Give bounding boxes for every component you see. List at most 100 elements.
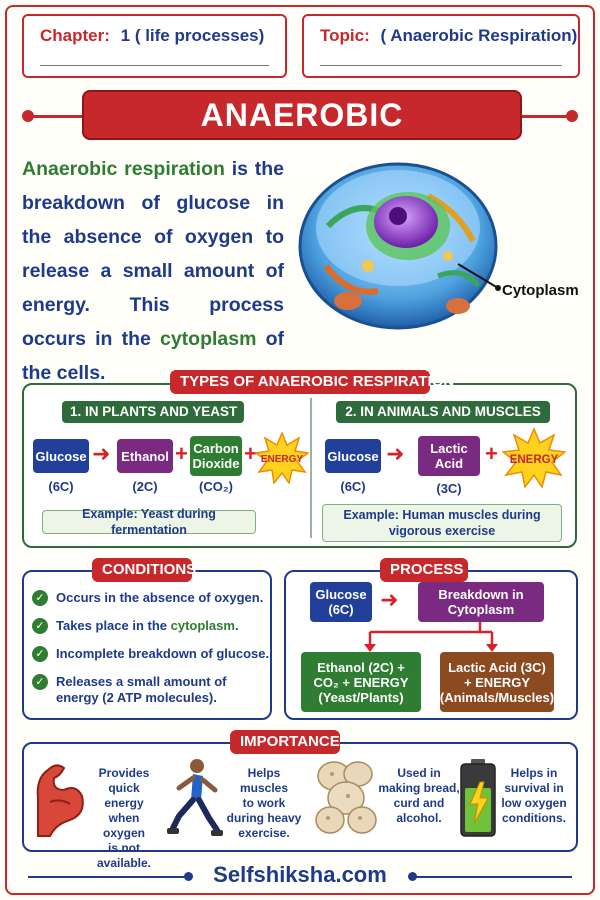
footer-dot-left bbox=[184, 872, 193, 881]
page-title: ANAEROBIC RESPIRATION bbox=[82, 90, 522, 179]
plants-arrow: ➜ bbox=[92, 441, 111, 466]
process-ethanol-chip: Ethanol (2C) + CO₂ + ENERGY (Yeast/Plant… bbox=[301, 652, 421, 712]
footer-site-link[interactable]: Selfshiksha.com bbox=[213, 862, 387, 887]
process-ethanol-line2: CO₂ + ENERGY bbox=[313, 674, 409, 690]
plants-glucose-formula: (6C) bbox=[48, 479, 74, 494]
title-dot-left bbox=[22, 110, 34, 122]
chapter-value: 1 ( life processes) bbox=[120, 26, 265, 45]
animals-lactic-line1: Lactic bbox=[430, 441, 468, 456]
plants-plus-2: + bbox=[244, 441, 257, 466]
process-ethanol-line1: Ethanol (2C) + bbox=[317, 659, 405, 675]
condition-item: ✓ Occurs in the absence of oxygen. bbox=[32, 590, 272, 606]
process-lactic-line2: + ENERGY bbox=[463, 674, 531, 690]
battery-icon bbox=[460, 759, 496, 837]
topic-key: Topic: bbox=[320, 26, 370, 45]
process-glucose-line1: Glucose bbox=[315, 587, 367, 602]
condition-text-pre: Takes place in the bbox=[56, 618, 171, 633]
footer: Selfshiksha.com bbox=[0, 862, 600, 892]
condition-text: Occurs in the absence of oxygen. bbox=[56, 590, 264, 605]
plants-heading: 1. IN PLANTS AND YEAST bbox=[62, 401, 244, 423]
topic-value: ( Anaerobic Respiration) bbox=[380, 26, 578, 45]
intro-part2: of the cells. bbox=[22, 328, 284, 384]
plants-co2-formula: (CO₂) bbox=[199, 479, 233, 494]
importance-item-2: Used in making bread, curd and alcohol. bbox=[378, 766, 460, 826]
chapter-key: Chapter: bbox=[40, 26, 110, 45]
cell-illustration bbox=[298, 156, 588, 366]
animals-lactic-line2: Acid bbox=[434, 456, 464, 471]
condition-text: Releases a small amount of energy (2 ATP… bbox=[56, 674, 227, 705]
process-breakdown-line2: Cytoplasm bbox=[447, 602, 515, 617]
importance-line: Helps in bbox=[510, 766, 558, 780]
importance-line: Used in bbox=[397, 766, 441, 780]
importance-line: is not available. bbox=[96, 841, 152, 870]
importance-line: quick energy bbox=[104, 781, 144, 810]
importance-line: low oxygen bbox=[501, 796, 567, 810]
check-icon: ✓ bbox=[32, 674, 48, 690]
process-glucose-chip: Glucose (6C) bbox=[310, 582, 372, 622]
yeast-icon bbox=[315, 761, 377, 834]
conditions-label: CONDITIONS bbox=[92, 558, 196, 582]
topic-box: Topic: ( Anaerobic Respiration) bbox=[302, 14, 580, 78]
plants-ethanol-chip: Ethanol bbox=[117, 439, 173, 473]
topic-underline bbox=[320, 65, 562, 66]
importance-line: making bread, bbox=[378, 781, 460, 795]
conditions-list: ✓ Occurs in the absence of oxygen. ✓ Tak… bbox=[32, 590, 272, 718]
process-lactic-line3: (Animals/Muscles) bbox=[439, 689, 555, 705]
condition-item: ✓ Takes place in the cytoplasm. bbox=[32, 618, 272, 634]
plants-example: Example: Yeast during fermentation bbox=[42, 507, 256, 537]
process-breakdown-chip: Breakdown in Cytoplasm bbox=[418, 582, 544, 622]
plants-co2-line1: Carbon bbox=[193, 441, 239, 456]
check-icon: ✓ bbox=[32, 590, 48, 606]
importance-line: Provides bbox=[98, 766, 150, 780]
title-line-right bbox=[518, 115, 570, 118]
chapter-underline bbox=[40, 65, 269, 66]
animals-glucose-chip: Glucose bbox=[325, 439, 381, 473]
intro-highlight: cytoplasm bbox=[159, 328, 257, 350]
intro-paragraph: Anaerobic respiration is the breakdown o… bbox=[22, 152, 284, 390]
condition-item: ✓ Incomplete breakdown of glucose. bbox=[32, 646, 272, 662]
footer-line-right bbox=[412, 876, 572, 878]
importance-line: alcohol. bbox=[396, 811, 442, 825]
plants-ethanol-formula: (2C) bbox=[132, 479, 158, 494]
animal-cell-icon bbox=[298, 162, 501, 330]
animals-energy-text: ENERGY bbox=[510, 454, 559, 466]
importance-line: during heavy bbox=[226, 811, 302, 825]
importance-item-0: Provides quick energy when oxygen is not… bbox=[88, 766, 160, 871]
condition-text: Takes place in the cytoplasm. bbox=[56, 618, 239, 634]
animals-heading: 2. IN ANIMALS AND MUSCLES bbox=[336, 401, 550, 423]
process-ethanol-line3: (Yeast/Plants) bbox=[318, 689, 404, 705]
condition-text: Incomplete breakdown of glucose. bbox=[56, 646, 270, 661]
process-lactic-chip: Lactic Acid (3C) + ENERGY (Animals/Muscl… bbox=[440, 652, 554, 712]
process-lactic-line1: Lactic Acid (3C) bbox=[448, 659, 546, 675]
runner-icon bbox=[167, 759, 223, 836]
animals-energy-burst-icon: ENERGY bbox=[502, 428, 566, 488]
importance-line: to work bbox=[242, 796, 286, 810]
animals-example-line2: vigorous exercise bbox=[388, 524, 496, 538]
importance-line: survival in bbox=[504, 781, 564, 795]
title-dot-right bbox=[566, 110, 578, 122]
importance-item-1: Helps muscles to work during heavy exerc… bbox=[222, 766, 306, 841]
animals-example-line1: Example: Human muscles during bbox=[343, 508, 541, 522]
check-icon: ✓ bbox=[32, 618, 48, 634]
condition-text-post: . bbox=[234, 618, 239, 633]
importance-line: conditions. bbox=[502, 811, 566, 825]
process-label: PROCESS bbox=[380, 558, 468, 582]
plants-co2-line2: Dioxide bbox=[192, 456, 240, 471]
plants-energy-burst-icon: ENERGY bbox=[255, 432, 309, 484]
footer-line-left bbox=[28, 876, 188, 878]
importance-line: exercise. bbox=[238, 826, 290, 840]
plants-energy-text: ENERGY bbox=[261, 454, 304, 465]
plants-plus-1: + bbox=[175, 441, 188, 466]
importance-line: Helps muscles bbox=[239, 766, 289, 795]
plants-co2-chip: Carbon Dioxide bbox=[190, 436, 242, 476]
animals-arrow: ➜ bbox=[386, 441, 405, 466]
animals-glucose-formula: (6C) bbox=[340, 479, 366, 494]
process-arrow: ➜ bbox=[380, 587, 399, 612]
animals-plus: + bbox=[485, 441, 498, 466]
importance-line: when oxygen bbox=[102, 811, 145, 840]
importance-label: IMPORTANCE bbox=[230, 730, 340, 754]
condition-text-highlight: cytoplasm bbox=[170, 618, 235, 633]
cytoplasm-label: Cytoplasm bbox=[502, 282, 579, 299]
importance-item-3: Helps in survival in low oxygen conditio… bbox=[498, 766, 570, 826]
check-icon: ✓ bbox=[32, 646, 48, 662]
